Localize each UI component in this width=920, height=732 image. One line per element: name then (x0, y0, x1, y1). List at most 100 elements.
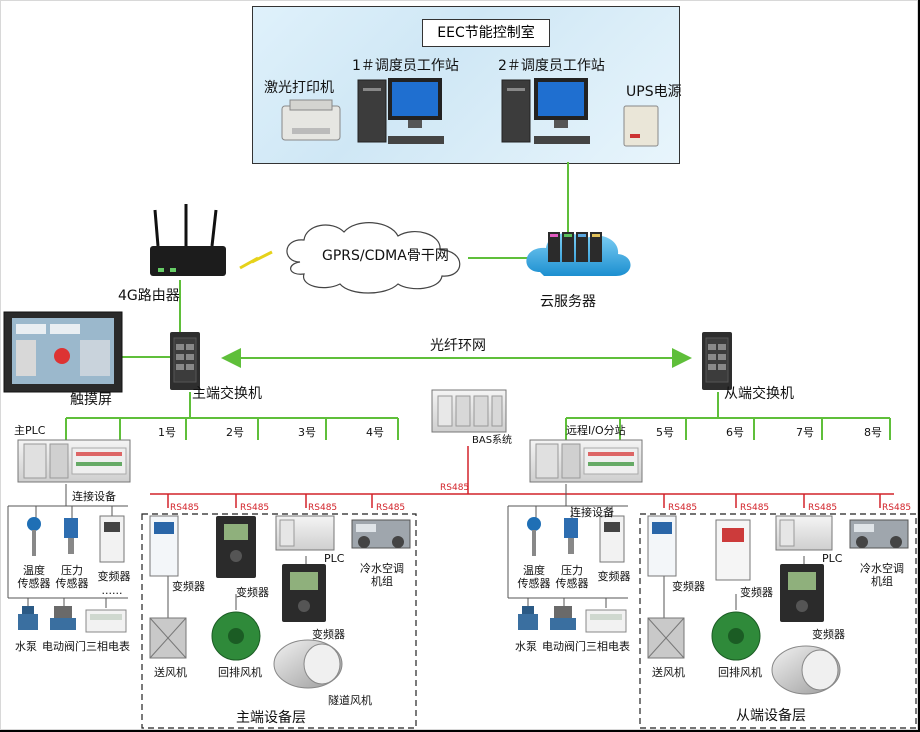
slave-fan-tunnel-icon (771, 645, 841, 695)
main-fan-return-label: 回排风机 (218, 666, 262, 679)
temp-right-label-2: 传感器 (517, 577, 551, 590)
printer-label: 激光打印机 (264, 80, 334, 96)
green-links (65, 162, 891, 440)
main-fan-return-icon (211, 611, 261, 661)
station2-label: 2＃调度员工作站 (498, 58, 605, 74)
press-left-label-2: 传感器 (55, 577, 89, 590)
valve-right-icon (550, 606, 576, 630)
bottom-edge (0, 730, 920, 732)
main-fan-tunnel-icon (273, 639, 343, 689)
rs485-bus-label: RS485 (440, 483, 470, 493)
main-vfd-3-icon (282, 564, 326, 622)
slave-rs485-3: RS485 (808, 503, 838, 513)
router-label: 4G路由器 (118, 288, 180, 304)
main-fan-supply-label: 送风机 (154, 666, 187, 679)
main-vfd-1-icon (149, 515, 179, 577)
ups-icon (623, 105, 659, 147)
vfd-left-label: 变频器 (97, 570, 131, 583)
slave-rs485-1: RS485 (668, 503, 698, 513)
ring-label: 光纤环网 (430, 338, 486, 354)
main-vfd-2-label: 变频器 (236, 586, 269, 599)
slave-fan-return-label: 回排风机 (718, 666, 762, 679)
control-room-title: EEC节能控制室 (422, 19, 550, 47)
wireless-bolt-icon (239, 250, 273, 270)
pump-right-icon (518, 606, 538, 630)
main-rs485-1: RS485 (170, 503, 200, 513)
slave-rs485-2: RS485 (740, 503, 770, 513)
workstation-1-icon (357, 78, 444, 144)
slave-rs485-4: RS485 (882, 503, 912, 513)
remote-io-label: 远程I/O分站 (566, 424, 626, 437)
main-vfd-2-icon (216, 516, 256, 578)
meter-right-icon (585, 609, 627, 633)
port-1-label: 1号 (158, 426, 176, 439)
slave-layer-title: 从端设备层 (736, 708, 806, 724)
router-4g-icon (150, 204, 226, 276)
backbone-cloud-icon (286, 222, 461, 294)
main-rs485-4: RS485 (376, 503, 406, 513)
connect-right-label: 连接设备 (570, 506, 614, 519)
slave-switch-icon (702, 332, 732, 390)
main-fan-supply-icon (149, 617, 187, 659)
main-chiller-icon (351, 519, 411, 549)
device-links (7, 484, 805, 620)
remote-io-icon (529, 439, 643, 483)
main-layer-title: 主端设备层 (236, 710, 306, 726)
port-5-label: 5号 (656, 426, 674, 439)
slave-plc-device-icon (775, 515, 833, 551)
cloud-server-icon (526, 232, 631, 276)
pump-left-label: 水泵 (15, 640, 37, 653)
temp-right-label-1: 温度 (523, 564, 545, 577)
main-vfd-3-label: 变频器 (312, 628, 345, 641)
main-rs485-2: RS485 (240, 503, 270, 513)
slave-chiller-label-1: 冷水空调 (860, 562, 904, 575)
slave-vfd-3-label: 变频器 (812, 628, 845, 641)
press-right-label-2: 传感器 (555, 577, 589, 590)
bas-label: BAS系统 (472, 435, 513, 446)
port-2-label: 2号 (226, 426, 244, 439)
right-edge (918, 0, 920, 732)
port-3-label: 3号 (298, 426, 316, 439)
temp-left-label-2: 传感器 (17, 577, 51, 590)
ups-label: UPS电源 (626, 84, 682, 100)
main-chiller-label-2: 机组 (371, 575, 393, 588)
slave-plc-device-label: PLC (822, 552, 843, 565)
slave-fan-supply-label: 送风机 (652, 666, 685, 679)
temp-sensor-right-icon (527, 517, 541, 556)
meter-right-label: 三相电表 (586, 640, 630, 653)
main-plc-label: 主PLC (14, 424, 46, 437)
rs485-bus-lines (150, 446, 894, 508)
main-vfd-1-label: 变频器 (172, 580, 205, 593)
slave-vfd-3-icon (780, 564, 824, 622)
cloud-server-label: 云服务器 (540, 294, 596, 310)
pressure-sensor-right-icon (564, 518, 578, 554)
slave-vfd-1-label: 变频器 (672, 580, 705, 593)
slave-switch-label: 从端交换机 (724, 386, 794, 402)
port-8-label: 8号 (864, 426, 882, 439)
station1-label: 1＃调度员工作站 (352, 58, 459, 74)
vfd-right-small-icon (599, 515, 625, 563)
press-right-label-1: 压力 (561, 564, 583, 577)
touch-screen-label: 触摸屏 (70, 392, 112, 408)
main-switch-label: 主端交换机 (192, 386, 262, 402)
main-plc-icon (17, 439, 131, 483)
vfd-left-small-icon (99, 515, 125, 563)
port-4-label: 4号 (366, 426, 384, 439)
main-layer-box (141, 513, 417, 729)
main-plc-device-icon (275, 515, 335, 551)
pressure-sensor-left-icon (64, 518, 78, 554)
meter-left-icon (85, 609, 127, 633)
valve-left-label: 电动阀门 (42, 640, 86, 653)
main-chiller-label-1: 冷水空调 (360, 562, 404, 575)
slave-chiller-label-2: 机组 (871, 575, 893, 588)
port-6-label: 6号 (726, 426, 744, 439)
press-left-label-1: 压力 (61, 564, 83, 577)
dots-left-label: ...... (101, 584, 123, 597)
slave-chiller-icon (849, 519, 909, 549)
valve-left-icon (50, 606, 76, 630)
main-plc-device-label: PLC (324, 552, 345, 565)
main-switch-icon (170, 332, 200, 390)
